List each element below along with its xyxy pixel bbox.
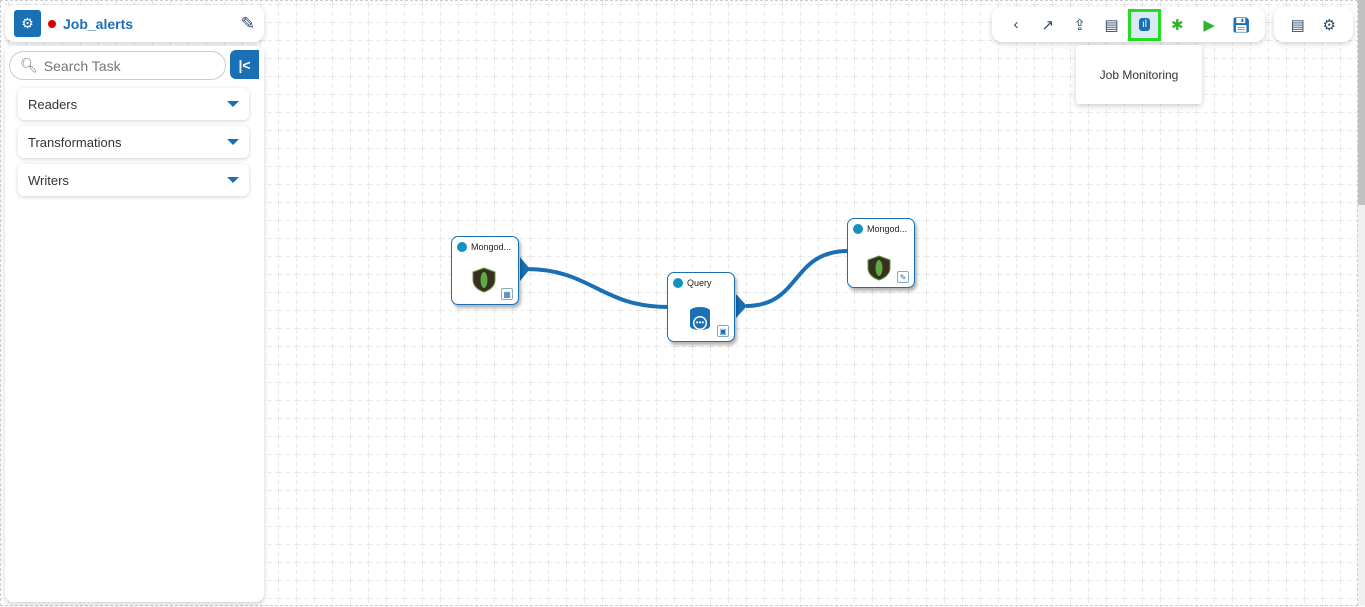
chevron-down-icon	[227, 139, 239, 145]
right-toolbar: ▤ ⚙	[1274, 7, 1353, 42]
collapse-sidebar-button[interactable]: |<	[230, 50, 259, 79]
calendar-icon[interactable]: ▦	[501, 288, 513, 300]
section-transformations[interactable]: Transformations	[18, 126, 249, 158]
comment-icon[interactable]: ▤	[1104, 16, 1119, 34]
section-label: Readers	[28, 96, 78, 112]
section-readers[interactable]: Readers	[18, 88, 249, 120]
status-dot	[673, 278, 683, 288]
vertical-scrollbar[interactable]	[1358, 0, 1365, 606]
node-mongodb-writer[interactable]: Mongod... ✎	[847, 218, 915, 288]
search-task-field[interactable]: 🔍︎	[9, 51, 226, 80]
svg-text:•••: •••	[696, 318, 705, 327]
status-indicator	[48, 19, 56, 28]
section-label: Transformations	[28, 134, 122, 150]
debug-icon[interactable]: ✱	[1171, 16, 1184, 34]
job-monitoring-icon: ıl	[1138, 18, 1150, 31]
job-monitoring-button[interactable]: ıl	[1127, 8, 1162, 41]
edit-pencil-icon[interactable]: ✎	[240, 13, 255, 33]
logs-icon[interactable]: ▤	[1290, 16, 1305, 34]
pipeline-title: Job_alerts	[63, 15, 134, 32]
chevron-down-icon	[227, 177, 239, 183]
node-mongodb-reader[interactable]: Mongod... ▦	[451, 236, 519, 305]
job-monitoring-tooltip: Job Monitoring	[1076, 45, 1202, 104]
upload-icon[interactable]: ⇪	[1073, 16, 1086, 34]
pipeline-gears-icon: ⚙	[14, 10, 41, 37]
open-external-icon[interactable]: ↗	[1041, 16, 1055, 34]
status-dot	[457, 242, 467, 252]
section-label: Writers	[28, 172, 69, 188]
node-label: Query	[687, 278, 712, 288]
node-label: Mongod...	[867, 224, 908, 234]
run-icon[interactable]: ▶	[1203, 16, 1215, 34]
node-label: Mongod...	[471, 242, 512, 252]
edit-icon[interactable]: ✎	[897, 271, 909, 283]
mongodb-icon	[867, 255, 891, 281]
pipeline-header: ⚙ Job_alerts ✎	[5, 5, 264, 42]
search-input[interactable]	[43, 57, 214, 74]
connection-edge	[525, 267, 669, 309]
query-settings-icon[interactable]: ▣	[717, 325, 729, 337]
connection-edge	[745, 249, 849, 308]
section-writers[interactable]: Writers	[18, 164, 249, 196]
settings-icon[interactable]: ⚙	[1322, 16, 1336, 34]
database-query-icon: •••	[690, 307, 710, 330]
mongodb-icon	[472, 267, 496, 293]
pipeline-toolbar: ‹ ↗ ⇪ ▤ ıl ✱ ▶ 💾︎	[992, 7, 1265, 42]
save-icon[interactable]: 💾︎	[1231, 16, 1251, 34]
back-icon[interactable]: ‹	[1013, 16, 1019, 33]
task-sidebar: 🔍︎ |< Readers Transformations Writers	[5, 46, 264, 602]
node-query[interactable]: Query ••• ▣	[667, 272, 735, 342]
chevron-down-icon	[227, 101, 239, 107]
search-icon: 🔍︎	[20, 57, 38, 73]
status-dot	[853, 224, 863, 234]
